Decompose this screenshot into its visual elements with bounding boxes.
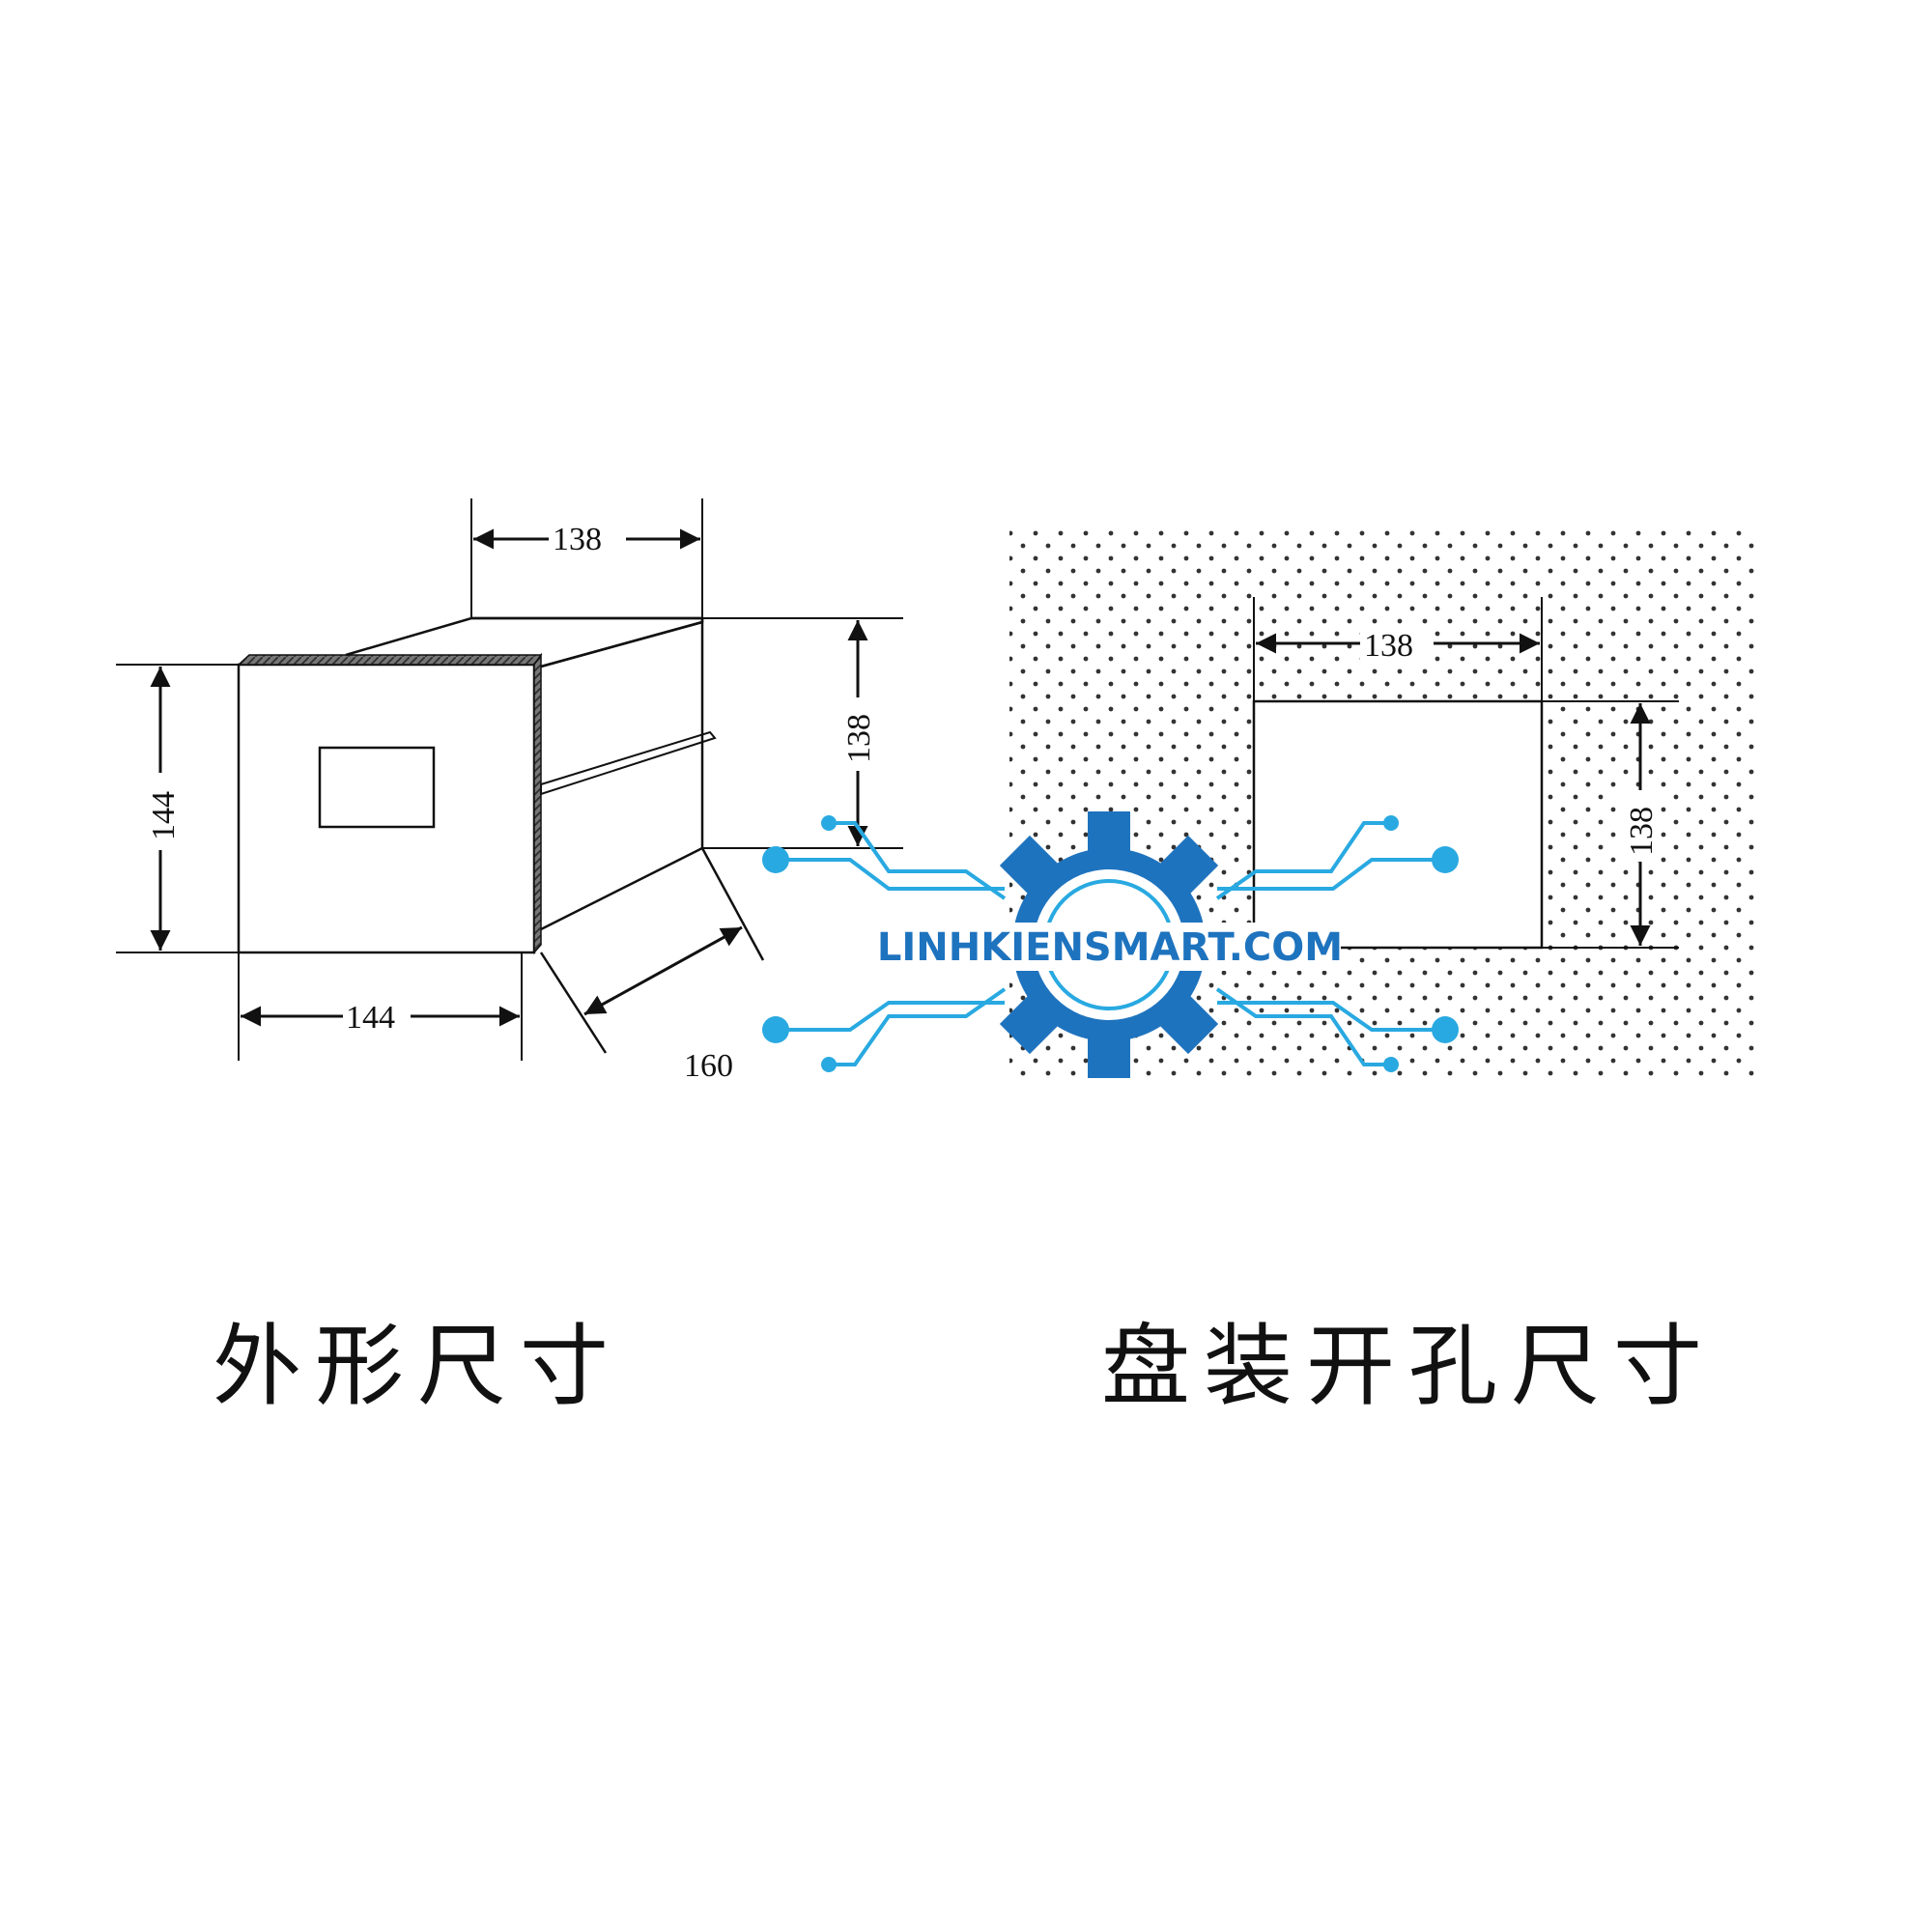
circuit-traces-right [1215,821,1445,1066]
dim-diagonal-label: 160 [684,1048,733,1084]
watermark-text: LINHKIENSMART.COM [877,925,1343,970]
dim-right-label: 138 [841,714,877,763]
body-bottom-edge [540,846,703,931]
dim-left-label: 144 [146,791,182,840]
dim-bottom-label: 144 [346,1000,395,1036]
panel-cutout-caption: 盘装开孔尺寸 [1101,1315,1717,1418]
circuit-nodes-right [1383,815,1459,1072]
outline-dimension-labels: 138 144 144 138 160 [141,518,877,1084]
bottom-flare-1 [539,952,608,1054]
front-bezel [237,663,536,954]
cutout-hole [1252,699,1544,950]
mounting-rail [540,730,717,796]
outline-caption: 外形尺寸 [213,1315,623,1418]
dim-diagonal-arrow [583,925,743,1016]
bezel-top-edge [237,654,543,666]
cutout-height-label: 138 [1624,807,1660,856]
cutout-width-label: 138 [1364,628,1413,664]
display-window [318,746,436,829]
dim-top-label: 138 [553,522,602,557]
bottom-flare-2 [700,847,765,961]
body-top-front-rail [540,620,703,668]
circuit-traces-left [776,821,1007,1066]
bezel-side-edge [533,652,542,954]
circuit-nodes-left [762,815,837,1072]
outline-drawing [116,498,903,1061]
watermark-logo: LINHKIENSMART.COM [762,811,1459,1078]
